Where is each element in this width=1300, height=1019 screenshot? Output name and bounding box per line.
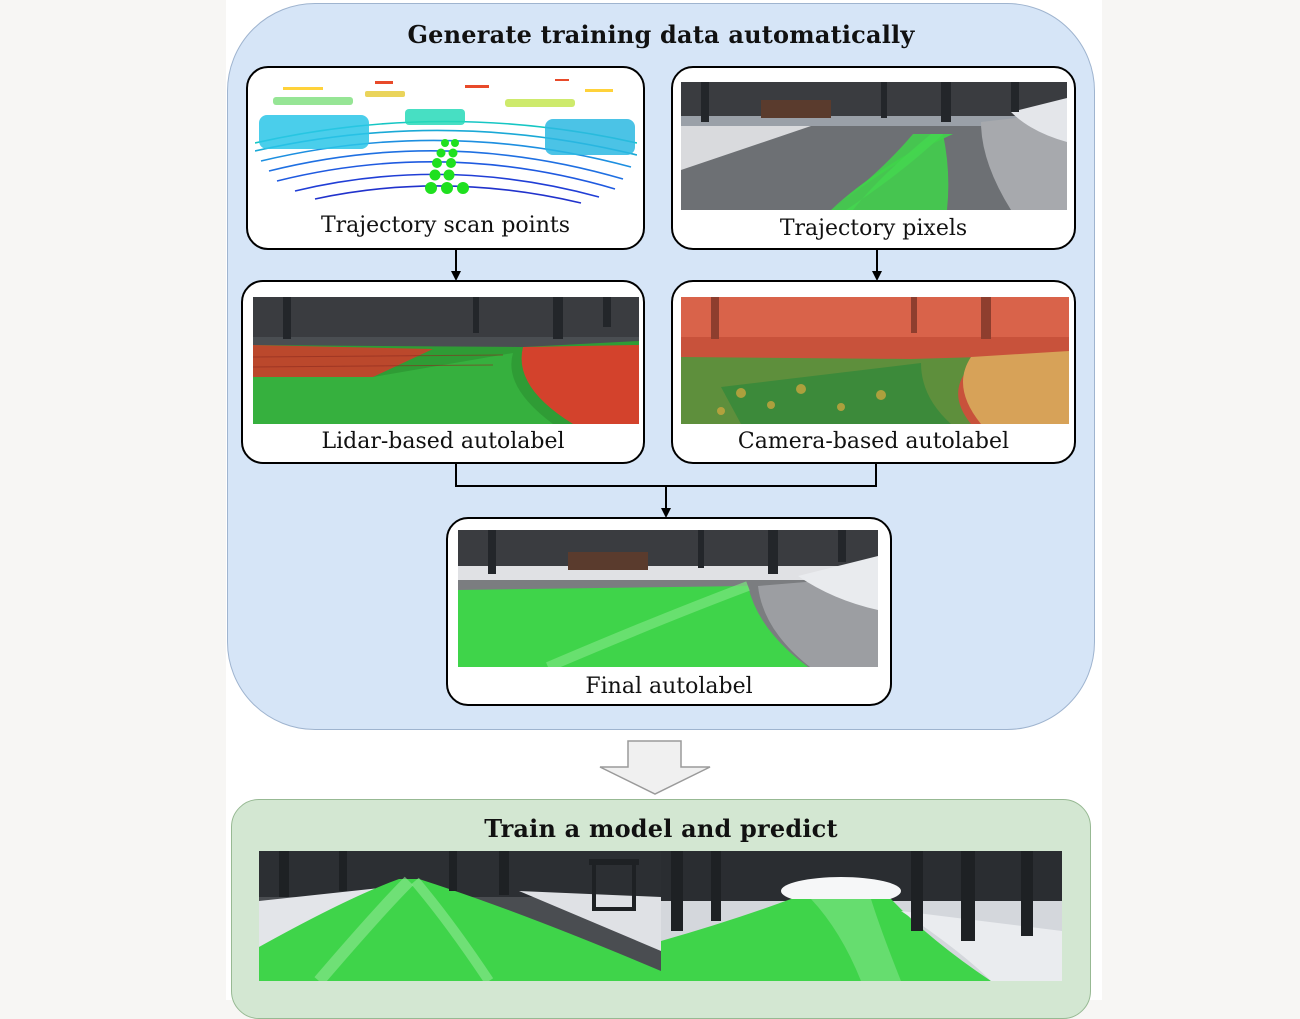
lidar-autolabel-image <box>253 297 639 424</box>
lidar-autolabel-caption: Lidar-based autolabel <box>321 429 565 454</box>
top-panel-title: Generate training data automatically <box>407 20 915 49</box>
prediction-image-right <box>661 851 1062 981</box>
trajectory-scan-points-caption: Trajectory scan points <box>320 213 571 238</box>
lidar-point-cloud-image <box>255 75 637 207</box>
final-autolabel-image <box>458 530 878 667</box>
trajectory-pixels-caption: Trajectory pixels <box>779 216 968 241</box>
camera-autolabel-box: Camera-based autolabel <box>671 280 1076 464</box>
big-down-arrow <box>599 740 711 795</box>
lidar-autolabel-box: Lidar-based autolabel <box>241 280 645 464</box>
merge-connector <box>455 464 877 487</box>
camera-autolabel-image <box>681 297 1069 424</box>
final-autolabel-box: Final autolabel <box>446 517 892 706</box>
camera-autolabel-caption: Camera-based autolabel <box>737 429 1010 454</box>
trajectory-pixels-box: Trajectory pixels <box>671 66 1076 250</box>
final-autolabel-caption: Final autolabel <box>585 674 753 699</box>
trajectory-pixels-image <box>681 82 1067 210</box>
bottom-panel-title: Train a model and predict <box>484 814 838 843</box>
trajectory-scan-points-box: Trajectory scan points <box>246 66 645 250</box>
prediction-image-left <box>259 851 661 981</box>
